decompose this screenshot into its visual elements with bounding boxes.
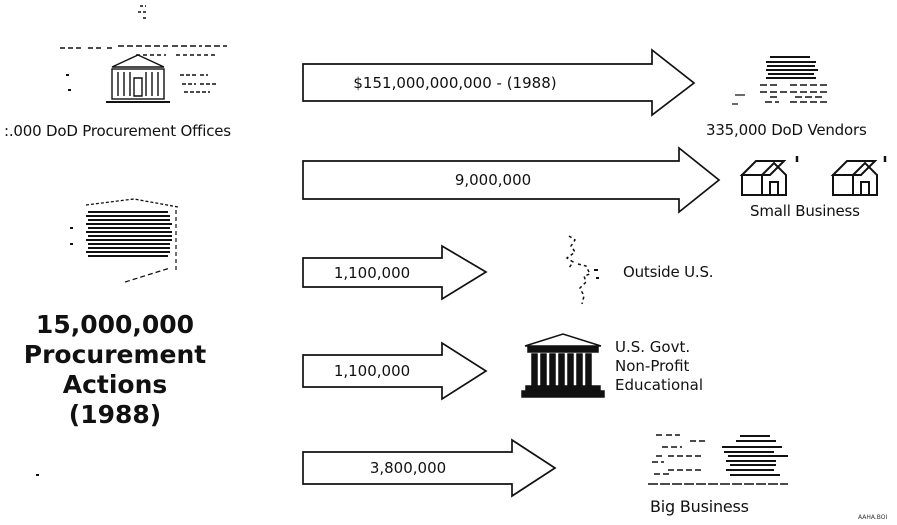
actions-line-4: (1988) <box>68 400 162 429</box>
government-building-icon <box>521 333 605 398</box>
vendors-stack-icon <box>732 56 830 105</box>
procurement-office-building-icon <box>60 5 227 103</box>
document-stack-icon <box>70 198 179 283</box>
small-business-house-icon <box>739 156 799 196</box>
arrow-3 <box>302 244 488 301</box>
govt-label-line-3: Educational <box>615 376 704 394</box>
corner-code: AAHA.BOI <box>858 514 888 521</box>
small-business-label: Small Business <box>750 202 860 220</box>
arrow-1-label: $151,000,000,000 - (1988) <box>353 74 556 92</box>
actions-line-1: 15,000,000 <box>35 310 195 339</box>
arrow-5 <box>302 438 557 498</box>
big-business-label: Big Business <box>650 497 749 516</box>
big-business-stack-icon <box>648 434 788 485</box>
vendors-label: 335,000 DoD Vendors <box>706 121 867 139</box>
offices-label: :.000 DoD Procurement Offices <box>4 122 231 140</box>
procurement-actions-title: 15,000,000 Procurement Actions (1988) <box>20 310 210 430</box>
arrow-1 <box>302 48 696 117</box>
arrow-2-label: 9,000,000 <box>455 171 531 189</box>
outside-us-label: Outside U.S. <box>623 263 714 281</box>
govt-label-line-1: U.S. Govt. <box>615 338 691 356</box>
actions-line-3: Actions <box>62 370 168 399</box>
outside-us-map-icon <box>565 235 599 305</box>
arrow-5-label: 3,800,000 <box>370 459 446 477</box>
arrow-2 <box>302 146 721 214</box>
arrow-4 <box>302 341 488 401</box>
arrow-3-label: 1,100,000 <box>334 264 410 282</box>
actions-line-2: Procurement <box>23 340 207 369</box>
arrow-4-label: 1,100,000 <box>334 362 410 380</box>
govt-label-line-2: Non-Profit <box>615 357 690 375</box>
govt-nonprofit-label: U.S. Govt. Non-Profit Educational <box>615 338 703 395</box>
small-business-house-icon <box>830 156 887 196</box>
